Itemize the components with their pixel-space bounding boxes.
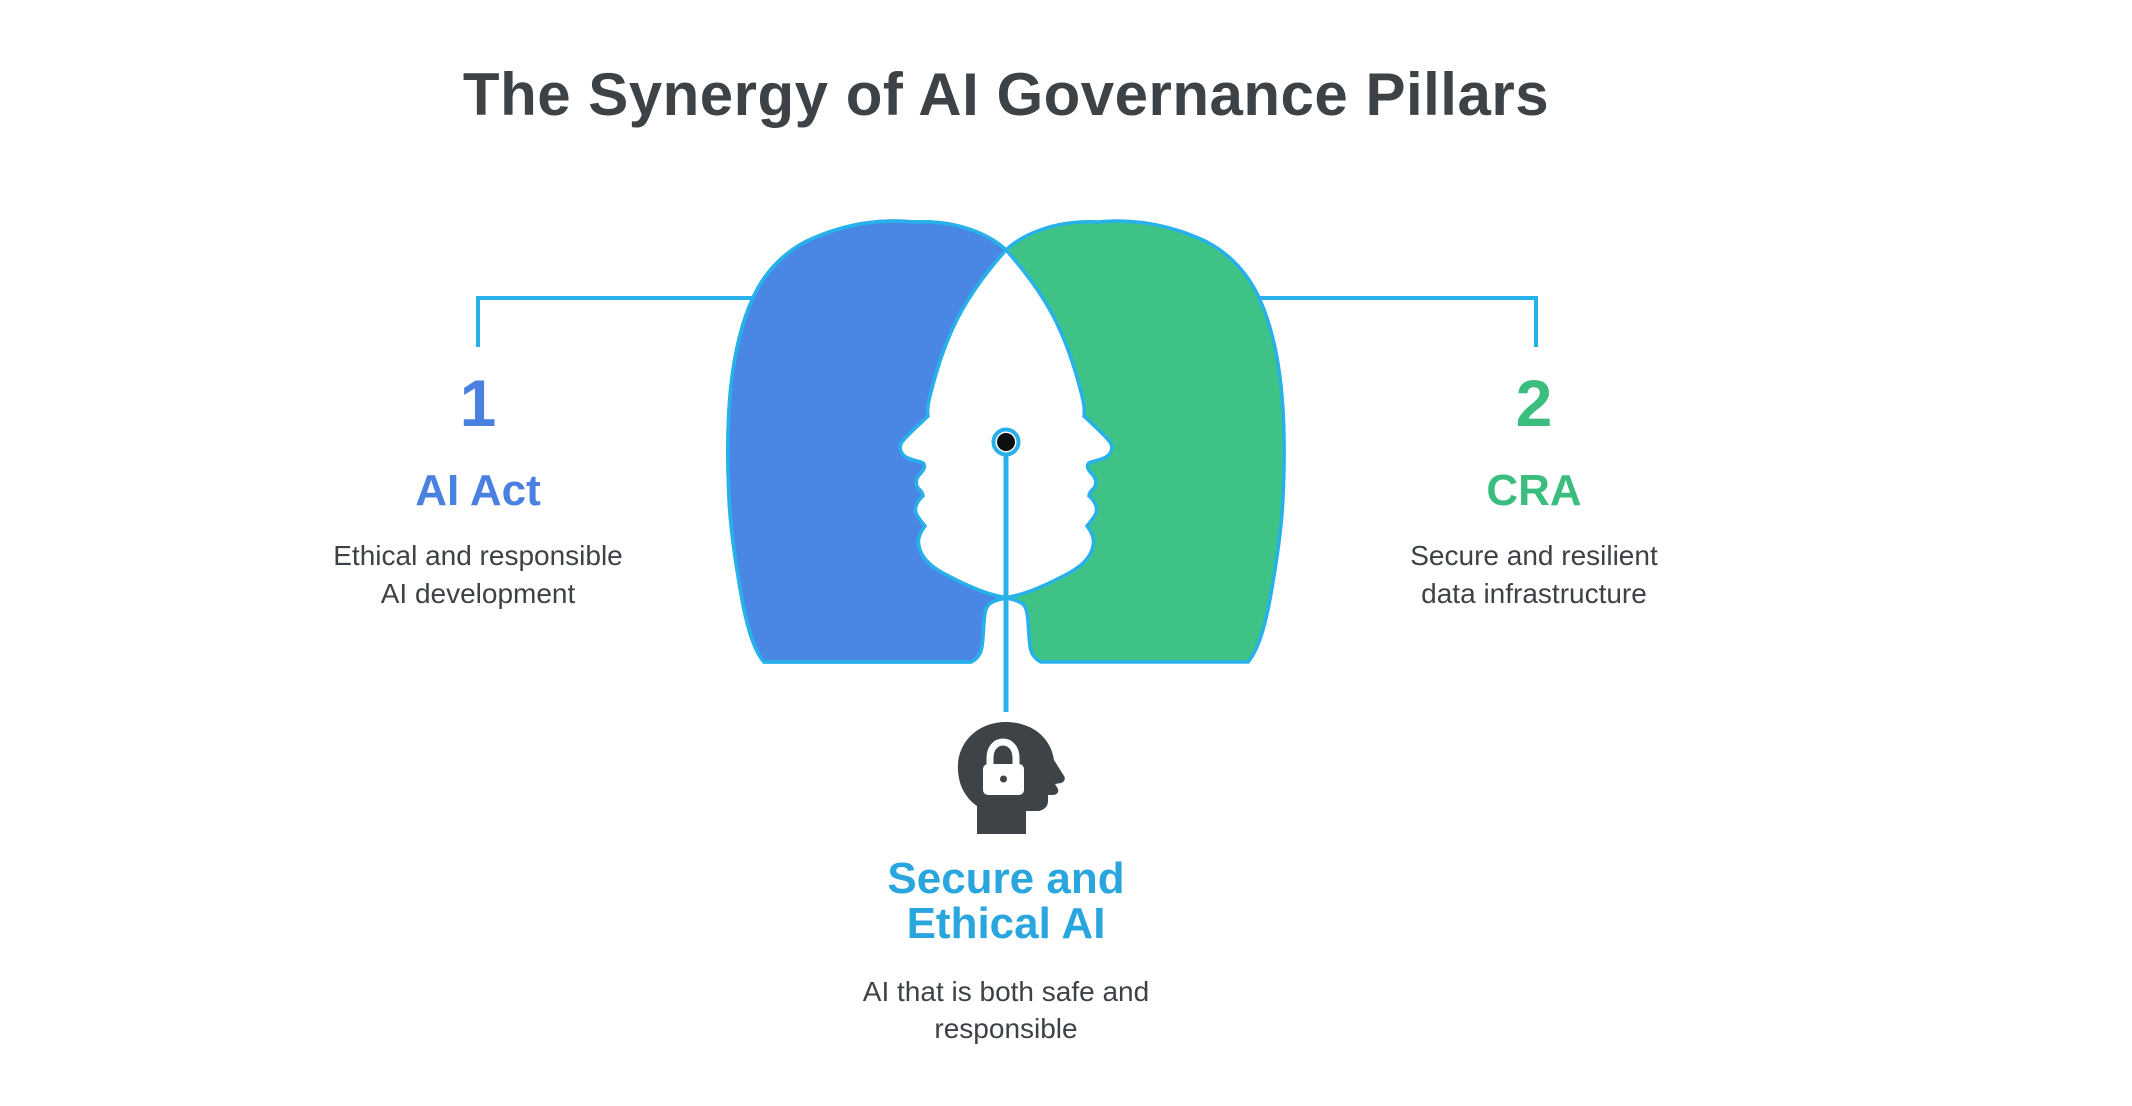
icon-lock-keyhole (1000, 775, 1007, 783)
head-with-padlock-icon (957, 721, 1065, 834)
synthesis-description-line1: AI that is both safe and (862, 976, 1150, 1007)
pillar1-name: AI Act (415, 466, 541, 515)
pillar2-description-line2: data infrastructure (1421, 578, 1647, 609)
pillar1-number: 1 (459, 366, 497, 440)
synthesis-title: Secure and Ethical AI (887, 856, 1124, 946)
pillar1-description: Ethical and responsible AI development (333, 537, 623, 613)
pillar1-description-line1: Ethical and responsible (333, 540, 623, 571)
pillar1-description-line2: AI development (380, 578, 576, 609)
pillar2-number: 2 (1515, 366, 1553, 440)
pillar2-description-line1: Secure and resilient (1410, 540, 1658, 571)
synthesis-title-line2: Ethical AI (906, 899, 1106, 948)
center-dot (997, 433, 1015, 451)
pillar2-description: Secure and resilient data infrastructure (1410, 537, 1657, 613)
page-title: The Synergy of AI Governance Pillars (462, 61, 1550, 128)
synthesis-title-line1: Secure and (887, 854, 1125, 903)
synthesis-description: AI that is both safe and responsible (863, 973, 1149, 1047)
right-bracket-line (1212, 296, 1538, 347)
left-bracket-line (476, 296, 800, 347)
icon-lock-shackle (986, 738, 1020, 766)
synthesis-description-line2: responsible (934, 1013, 1078, 1044)
pillar2-name: CRA (1486, 466, 1582, 515)
